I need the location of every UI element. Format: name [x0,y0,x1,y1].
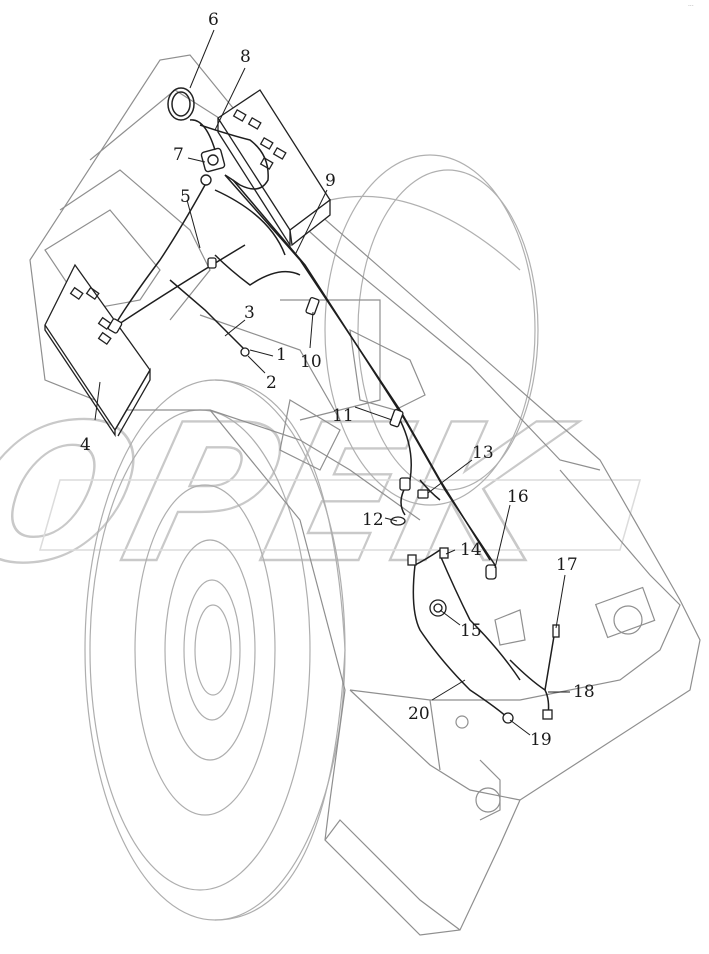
callout-17: 17 [556,555,578,575]
callout-15: 15 [460,621,482,641]
callout-6: 6 [208,10,219,30]
battery-right [217,89,331,248]
callout-numbers: 6 8 7 9 5 3 1 2 10 4 11 13 16 12 14 17 1… [80,10,595,750]
callout-18: 18 [573,682,595,702]
callout-10: 10 [300,352,322,372]
callout-12: 12 [362,510,384,530]
corner-mark: ··· [688,3,694,10]
callout-9: 9 [325,171,336,191]
callout-14: 14 [460,540,482,560]
callout-4: 4 [80,435,91,455]
leader-lines [94,29,570,736]
callout-8: 8 [240,47,251,67]
callout-1: 1 [276,345,287,365]
callout-7: 7 [173,145,184,165]
rear-drum [324,154,539,506]
watermark-text: OPEK [0,384,589,606]
callout-5: 5 [180,187,191,207]
callout-19: 19 [530,730,552,750]
callout-3: 3 [244,303,255,323]
disconnect-switch [200,147,226,186]
callout-16: 16 [507,487,529,507]
wiring-harness [109,119,556,721]
battery-left [44,263,151,438]
callout-11: 11 [332,406,354,426]
callout-13: 13 [472,443,494,463]
horn-ring [167,87,195,121]
callout-2: 2 [266,373,277,393]
callout-20: 20 [408,704,430,724]
